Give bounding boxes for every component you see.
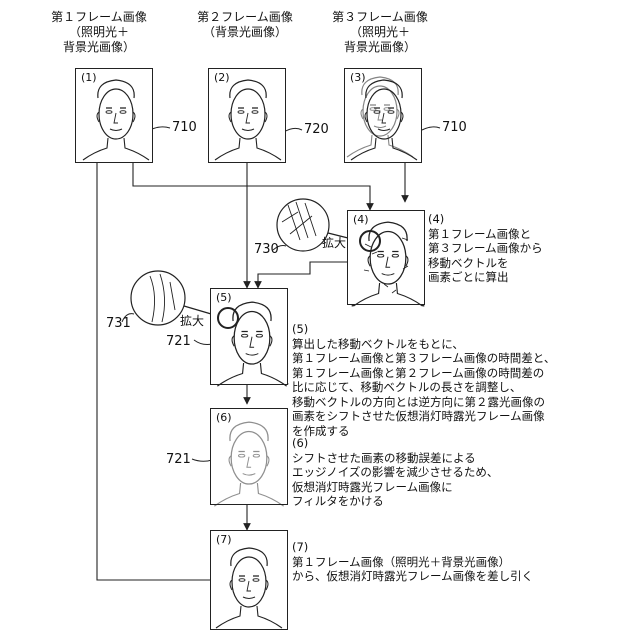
- header-frame2-sub1: （背景光画像）: [190, 25, 300, 40]
- ref-721-filtered: 721: [166, 452, 191, 467]
- note-step5-line1: 算出した移動ベクトルをもとに、: [292, 337, 555, 352]
- ref-710-frame1: 710: [172, 120, 197, 135]
- virtual-frame-box: (5): [210, 288, 288, 385]
- header-frame1-sub2: 背景光画像）: [44, 40, 154, 55]
- note-step4-line3: 移動ベクトルを: [428, 256, 543, 271]
- frame2-box: (2): [208, 68, 286, 163]
- zoom-label-731: 拡大: [180, 314, 204, 329]
- frame3-box-label: (3): [350, 71, 366, 84]
- ref-730: 730: [254, 242, 279, 257]
- virtual-frame-box-label: (5): [216, 291, 232, 304]
- header-frame2-title: 第２フレーム画像: [190, 10, 300, 25]
- header-frame1-title: 第１フレーム画像: [44, 10, 154, 25]
- note-step6-line3: 仮想消灯時露光フレーム画像に: [292, 480, 498, 495]
- note-step6-line1: シフトさせた画素の移動誤差による: [292, 451, 498, 466]
- ref-720-frame2: 720: [304, 122, 329, 137]
- note-step6-num: (6): [292, 436, 498, 451]
- header-frame1: 第１フレーム画像 （照明光＋ 背景光画像）: [44, 10, 154, 55]
- filtered-frame-box: (6): [210, 408, 288, 505]
- note-step7-line1: 第１フレーム画像（照明光＋背景光画像）: [292, 555, 533, 570]
- header-frame3-title: 第３フレーム画像: [325, 10, 435, 25]
- note-step4-line1: 第１フレーム画像と: [428, 227, 543, 242]
- note-step4: (4) 第１フレーム画像と 第３フレーム画像から 移動ベクトルを 画素ごとに算出: [428, 212, 543, 285]
- frame2-box-label: (2): [214, 71, 230, 84]
- note-step5-line2: 第１フレーム画像と第３フレーム画像の時間差と、: [292, 351, 555, 366]
- header-frame3: 第３フレーム画像 （照明光＋ 背景光画像）: [325, 10, 435, 55]
- zoom-label-730: 拡大: [322, 236, 346, 251]
- note-step5-line3: 第１フレーム画像と第２フレーム画像の時間差の: [292, 366, 555, 381]
- note-step4-line4: 画素ごとに算出: [428, 270, 543, 285]
- header-frame1-sub1: （照明光＋: [44, 25, 154, 40]
- result-frame-box-label: (7): [216, 533, 232, 546]
- header-frame3-sub1: （照明光＋: [325, 25, 435, 40]
- ref-710-frame3: 710: [442, 120, 467, 135]
- ref-721-virtual: 721: [166, 334, 191, 349]
- note-step5-num: (5): [292, 322, 555, 337]
- note-step4-num: (4): [428, 212, 543, 227]
- motion-vector-box: (4): [347, 210, 425, 305]
- ref-731: 731: [106, 316, 131, 331]
- frame1-box: (1): [75, 68, 153, 163]
- note-step5-line5: 移動ベクトルの方向とは逆方向に第２露光画像の: [292, 395, 555, 410]
- note-step7-line2: から、仮想消灯時露光フレーム画像を差し引く: [292, 569, 533, 584]
- note-step4-line2: 第３フレーム画像から: [428, 241, 543, 256]
- note-step5-line4: 比に応じて、移動ベクトルの長さを調整し、: [292, 380, 555, 395]
- note-step6-line2: エッジノイズの影響を減少させるため、: [292, 465, 498, 480]
- frame3-box: (3): [344, 68, 422, 163]
- note-step5-line6: 画素をシフトさせた仮想消灯時露光フレーム画像: [292, 409, 555, 424]
- result-frame-box: (7): [210, 530, 288, 630]
- filtered-frame-box-label: (6): [216, 411, 232, 424]
- note-step7: (7) 第１フレーム画像（照明光＋背景光画像） から、仮想消灯時露光フレーム画像…: [292, 540, 533, 584]
- note-step6: (6) シフトさせた画素の移動誤差による エッジノイズの影響を減少させるため、 …: [292, 436, 498, 509]
- note-step5: (5) 算出した移動ベクトルをもとに、 第１フレーム画像と第３フレーム画像の時間…: [292, 322, 555, 438]
- header-frame2: 第２フレーム画像 （背景光画像）: [190, 10, 300, 40]
- motion-vector-box-label: (4): [353, 213, 369, 226]
- note-step6-line4: フィルタをかける: [292, 494, 498, 509]
- note-step7-num: (7): [292, 540, 533, 555]
- header-frame3-sub2: 背景光画像）: [325, 40, 435, 55]
- frame1-box-label: (1): [81, 71, 97, 84]
